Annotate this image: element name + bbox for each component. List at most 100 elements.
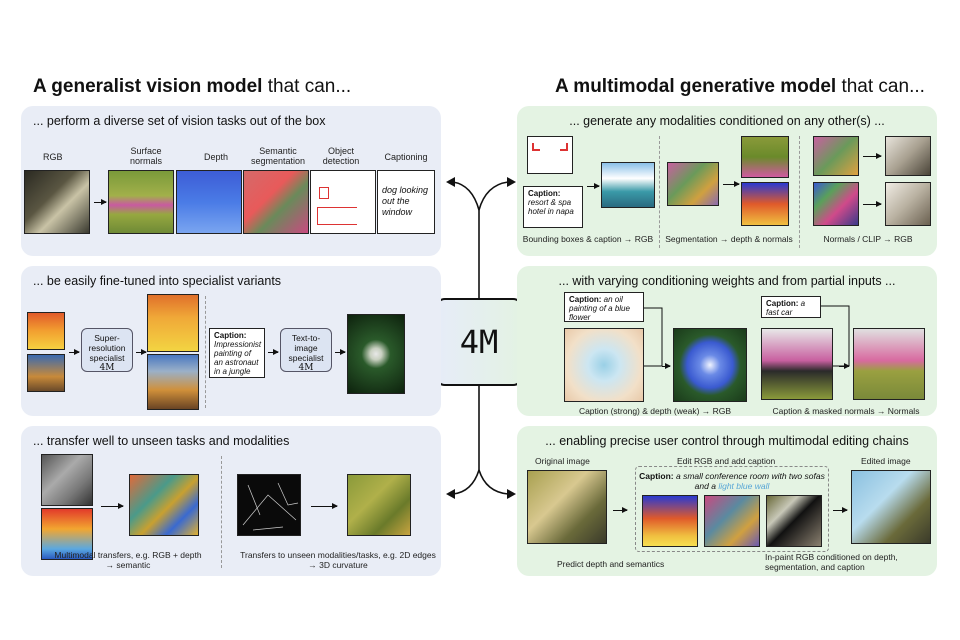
- unseen-transfer-label: Transfers to unseen modalities/tasks, e.…: [240, 550, 436, 570]
- arrow: [136, 349, 147, 355]
- office-semantic-image: [129, 474, 199, 536]
- specialist2-tag: 4M: [298, 363, 314, 373]
- left-heading-bold: A generalist vision model: [33, 76, 263, 97]
- 4m-model-box: 4M: [435, 298, 523, 386]
- caption-text-highlight: light blue wall: [718, 481, 770, 491]
- arrow: [863, 153, 882, 159]
- arrow: [101, 503, 124, 509]
- curvature-image: [347, 474, 411, 536]
- office-rgb-image: [41, 454, 93, 506]
- divider: [221, 456, 222, 568]
- panel-vision-tasks: ... perform a diverse set of vision task…: [21, 106, 441, 256]
- flower-caption-box: Caption: an oil painting of a blue flowe…: [564, 292, 644, 322]
- depth-output-image: [741, 182, 789, 226]
- arrow: [311, 503, 338, 509]
- object-detection-image: [310, 170, 376, 234]
- panel6-title: ... enabling precise user control throug…: [545, 434, 909, 448]
- panel-fine-tuned: ... be easily fine-tuned into specialist…: [21, 266, 441, 416]
- divider: [799, 136, 800, 248]
- generate-label1: Bounding boxes & caption → RGB: [522, 234, 654, 244]
- multimodal-transfer-label: Multimodal transfers, e.g. RGB + depth →…: [54, 550, 202, 570]
- arrow: [335, 349, 346, 355]
- clip-input-image: [813, 182, 859, 226]
- interior-rgb-output1: [885, 136, 931, 176]
- edges-lines: [242, 482, 299, 531]
- flower-connector: [644, 307, 663, 367]
- original-label: Original image: [535, 456, 590, 466]
- caption-text-a: a small conference room with two sofas a…: [676, 471, 825, 491]
- generate-label3: Normals / CLIP → RGB: [823, 234, 913, 244]
- conditioning-label2: Caption & masked normals → Normals: [772, 406, 920, 416]
- normals-output-image: [741, 136, 789, 178]
- right-heading-rest: that can...: [836, 76, 925, 97]
- edit-group: Caption: a small conference room with tw…: [635, 466, 829, 552]
- edit-label: Edit RGB and add caption: [677, 456, 776, 466]
- right-heading: A multimodal generative model that can..…: [555, 76, 925, 98]
- generate-label2: Segmentation → depth & normals: [665, 234, 793, 244]
- depth-image: [176, 170, 242, 234]
- right-heading-bold: A multimodal generative model: [555, 76, 837, 97]
- divider: [659, 136, 660, 248]
- bbox-input-image: [527, 136, 573, 174]
- arrow: [587, 183, 600, 189]
- panel5-title: ... with varying conditioning weights an…: [558, 274, 896, 288]
- edges-image: [237, 474, 301, 536]
- segmentation-input-image: [667, 162, 719, 206]
- interior-rgb-output2: [885, 182, 931, 226]
- weak-depth-image: [564, 328, 644, 402]
- arrow: [94, 199, 107, 205]
- text-to-image-specialist: Text-to-image specialist 4M: [280, 328, 332, 373]
- caption-label: Caption:: [639, 471, 674, 481]
- specialist1-label: Super-resolution specialist: [88, 333, 126, 363]
- edited-label: Edited image: [861, 456, 911, 466]
- arrow: [723, 181, 740, 187]
- label-semantic-segmentation: Semantic segmentation: [250, 146, 306, 166]
- car-caption-box: Caption: a fast car: [761, 296, 821, 318]
- arrow: [268, 349, 279, 355]
- panel-editing: ... enabling precise user control throug…: [517, 426, 937, 576]
- normals-input-image: [813, 136, 859, 176]
- highres-rgb-image: [147, 354, 199, 410]
- blue-flower-image: [673, 328, 747, 402]
- original-room-image: [527, 470, 607, 544]
- conditioning-label1: Caption (strong) & depth (weak) → RGB: [578, 406, 732, 416]
- arrow: [833, 507, 848, 513]
- panel-transfer: ... transfer well to unseen tasks and mo…: [21, 426, 441, 576]
- caption-text: Impressionist painting of an astronaut i…: [214, 340, 262, 376]
- resort-caption-box: Caption: resort & spa hotel in napa: [523, 186, 583, 228]
- resort-output-image: [601, 162, 655, 208]
- edit-depth-image: [642, 495, 698, 547]
- label-rgb: RGB: [43, 152, 63, 162]
- caption1-label: Caption:: [569, 295, 602, 304]
- label-depth: Depth: [203, 152, 229, 162]
- segmentation-image: [243, 170, 309, 234]
- rgb-dog-image: [24, 170, 90, 234]
- left-heading: A generalist vision model that can...: [33, 76, 351, 98]
- specialist1-tag: 4M: [99, 363, 115, 373]
- highres-depth-image: [147, 294, 199, 352]
- astronaut-jungle-image: [347, 314, 405, 394]
- super-resolution-specialist: Super-resolution specialist 4M: [81, 328, 133, 373]
- normals-output-car: [853, 328, 925, 400]
- edited-room-image: [851, 470, 931, 544]
- edit-caption: Caption: a small conference room with tw…: [636, 471, 828, 491]
- arrow: [839, 363, 850, 369]
- arrow: [863, 201, 882, 207]
- 4m-label: 4M: [459, 323, 499, 361]
- caption-label: Caption:: [214, 331, 247, 340]
- caption2-label: Caption:: [766, 299, 799, 308]
- predict-label: Predict depth and semantics: [557, 559, 665, 569]
- label-object-detection: Object detection: [322, 146, 360, 166]
- edit-segmentation-image: [704, 495, 760, 547]
- caption-output-box: dog looking out the window: [377, 170, 435, 234]
- label-surface-normals: Surface normals: [129, 146, 162, 166]
- caption-output-text: dog looking out the window: [382, 185, 429, 217]
- left-heading-rest: that can...: [262, 76, 352, 97]
- astronaut-caption-box: Caption: Impressionist painting of an as…: [209, 328, 265, 378]
- surface-normals-image: [108, 170, 174, 234]
- label-captioning: Captioning: [384, 152, 428, 162]
- office-depth-image: [41, 508, 93, 560]
- caption-label: Caption:: [528, 189, 561, 198]
- panel-conditioning: ... with varying conditioning weights an…: [517, 266, 937, 416]
- panel1-title: ... perform a diverse set of vision task…: [33, 114, 326, 128]
